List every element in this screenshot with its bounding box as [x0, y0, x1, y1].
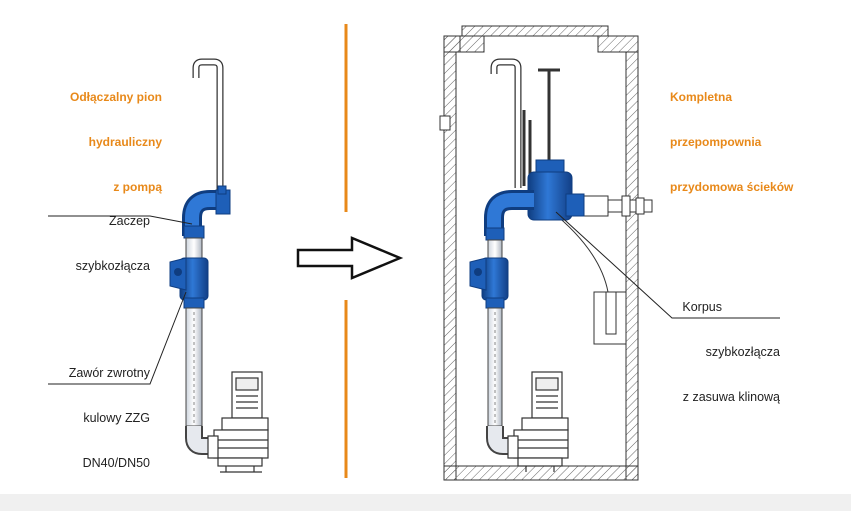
right-riser-assembly: [469, 58, 585, 472]
callout-valve-text: DN40/DN50: [82, 456, 150, 470]
callout-valve-text: Zawór zwrotny: [68, 366, 150, 380]
callout-coupling-text: szybkozłącza: [75, 259, 150, 273]
callout-coupling-line: [48, 215, 193, 225]
tank: [439, 25, 653, 481]
callout-body-text: z zasuwa klinową: [682, 390, 780, 404]
callout-coupling-label: Zaczep szybkozłącza: [50, 184, 150, 304]
heading-right: Kompletna przepompownia przydomowa ściek…: [670, 60, 793, 225]
left-pump: [207, 371, 269, 473]
left-riser-assembly: [169, 58, 269, 473]
footer-bar: [0, 494, 851, 511]
callout-body-text: Korpus: [682, 300, 722, 314]
arrow-right-icon: [296, 236, 404, 280]
right-pump: [507, 371, 569, 472]
heading-left-line: Odłączalny pion: [69, 90, 162, 104]
callout-coupling-text: Zaczep: [109, 214, 150, 228]
heading-left: Odłączalny pion hydrauliczny z pompą: [30, 60, 162, 225]
heading-left-line: z pompą: [113, 180, 162, 194]
callout-body-text: szybkozłącza: [705, 345, 780, 359]
callout-valve-line: [48, 291, 187, 385]
heading-left-line: hydrauliczny: [88, 135, 162, 149]
callout-body-line: [555, 211, 780, 319]
callout-valve-text: kulowy ZZG: [83, 411, 150, 425]
heading-right-line: Kompletna: [670, 90, 733, 104]
callout-body-label: Korpus szybkozłącza z zasuwa klinową: [666, 270, 780, 435]
heading-right-line: przydomowa ścieków: [670, 180, 794, 194]
callout-valve-label: Zawór zwrotny kulowy ZZG DN40/DN50: [40, 336, 150, 501]
heading-right-line: przepompownia: [670, 135, 762, 149]
